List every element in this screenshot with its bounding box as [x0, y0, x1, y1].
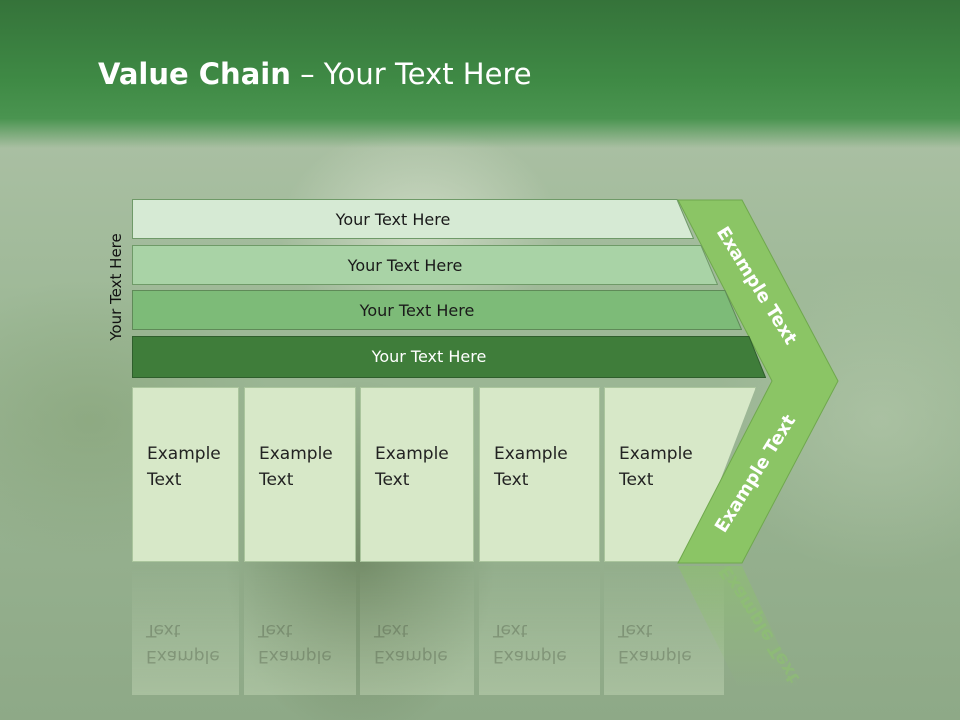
title-band [0, 0, 960, 148]
box-reflection-4-line1: Example [493, 646, 567, 666]
box-reflection-4-line2: Text [493, 620, 528, 640]
support-bar-1[interactable]: Your Text Here [132, 199, 694, 239]
box-reflection-2: Example Text [244, 565, 356, 695]
primary-box-3-line1: Example [375, 444, 449, 464]
box-reflection-3-line2: Text [374, 620, 409, 640]
box-reflection-5: Example Text [604, 565, 724, 695]
support-bar-2[interactable]: Your Text Here [132, 245, 718, 285]
box-reflection-1-line1: Example [146, 646, 220, 666]
support-bar-3[interactable]: Your Text Here [132, 290, 742, 330]
box-reflection-5-line2: Text [618, 620, 653, 640]
box-reflection-1-line2: Text [146, 620, 181, 640]
box-reflection-2-line1: Example [258, 646, 332, 666]
primary-box-1[interactable]: Example Text [132, 387, 239, 562]
box-reflection-3: Example Text [360, 565, 474, 695]
box-reflection-2-line2: Text [258, 620, 293, 640]
box-reflection-1: Example Text [132, 565, 239, 695]
box-reflection-5-line1: Example [618, 646, 692, 666]
support-bar-4[interactable]: Your Text Here [132, 336, 766, 378]
primary-box-1-line1: Example [147, 444, 221, 464]
primary-box-2[interactable]: Example Text [244, 387, 356, 562]
title-bold: Value Chain [98, 57, 291, 91]
primary-box-1-line2: Text [147, 470, 182, 490]
primary-box-5-line2: Text [619, 470, 654, 490]
box-reflection-3-line1: Example [374, 646, 448, 666]
primary-box-2-line2: Text [259, 470, 294, 490]
slide-title: Value Chain – Your Text Here [98, 54, 532, 94]
support-bar-2-label: Your Text Here [347, 255, 463, 275]
support-bar-4-label: Your Text Here [371, 346, 487, 366]
primary-box-3[interactable]: Example Text [360, 387, 474, 562]
support-bar-3-label: Your Text Here [359, 300, 475, 320]
primary-box-5-line1: Example [619, 444, 693, 464]
support-bar-1-label: Your Text Here [335, 209, 451, 229]
primary-box-4[interactable]: Example Text [479, 387, 600, 562]
title-rest: – Your Text Here [290, 57, 532, 91]
box-reflection-4: Example Text [479, 565, 600, 695]
primary-box-3-line2: Text [375, 470, 410, 490]
primary-box-2-line1: Example [259, 444, 333, 464]
primary-box-4-line1: Example [494, 444, 568, 464]
side-label: Your Text Here [107, 233, 125, 341]
primary-box-4-line2: Text [494, 470, 529, 490]
